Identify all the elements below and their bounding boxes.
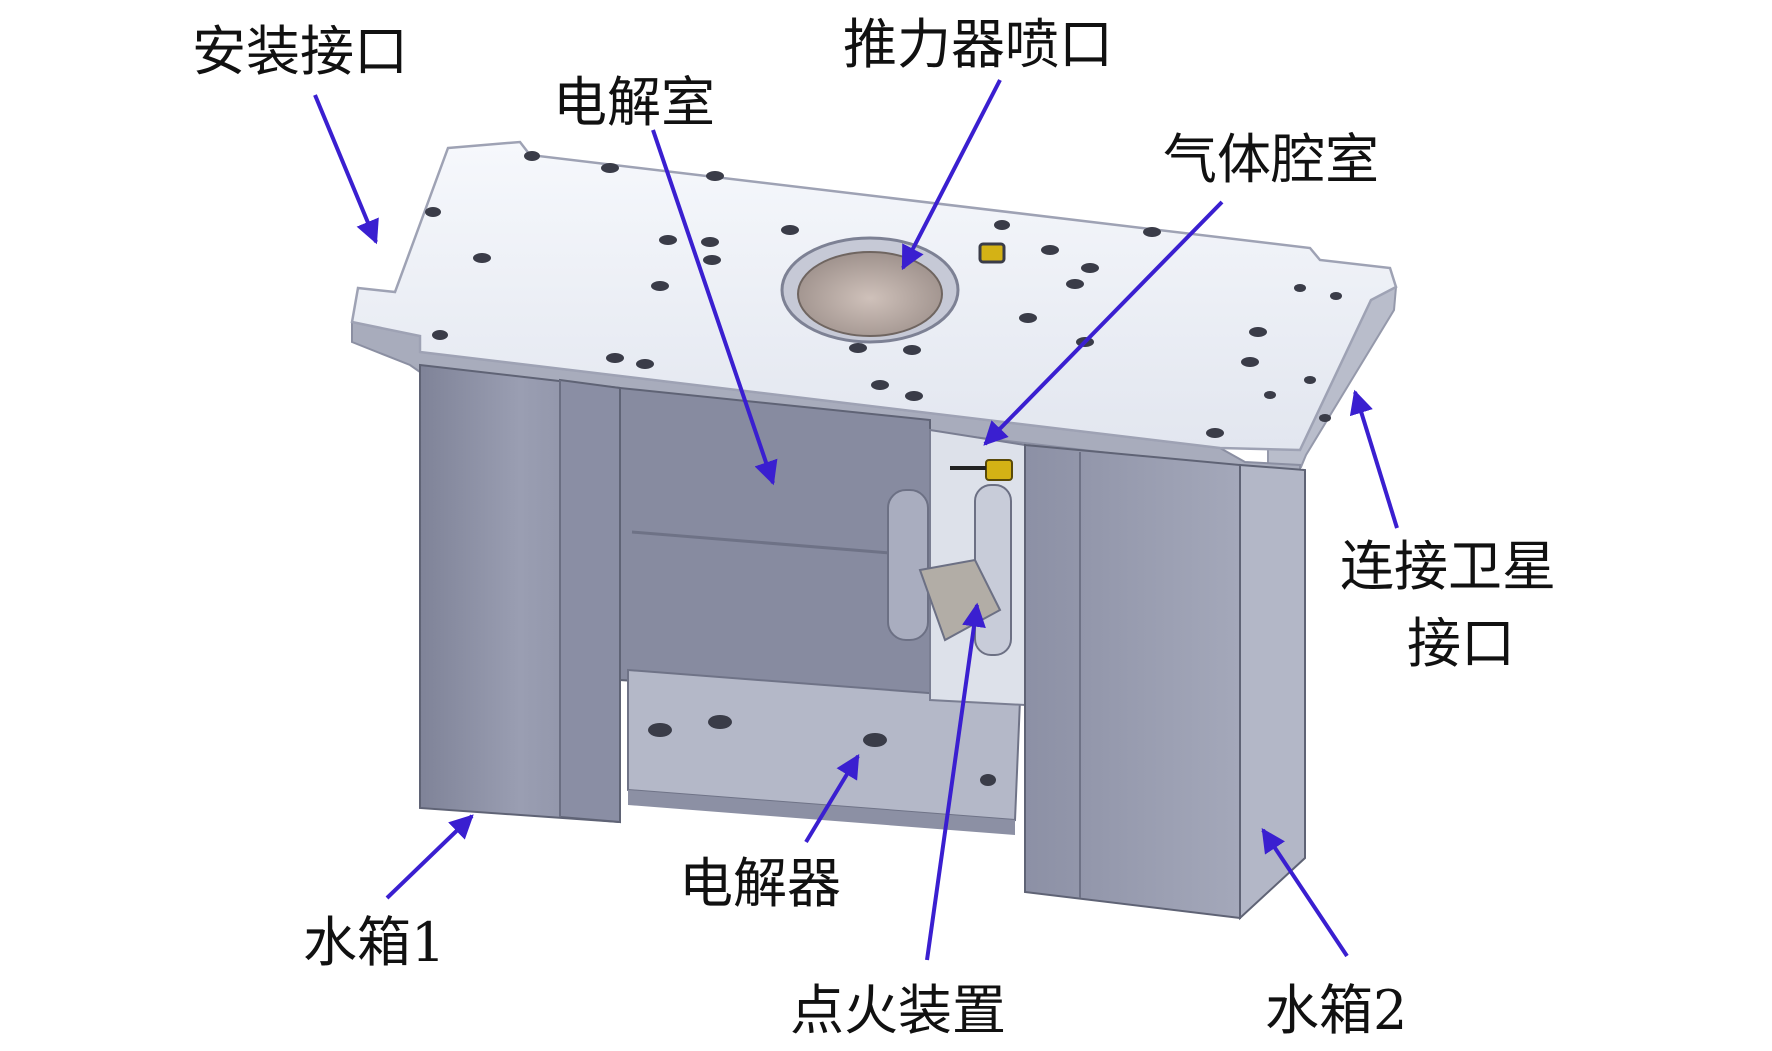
arrow-electrolysis-chamber: [651, 129, 778, 486]
label-thruster-nozzle: 推力器喷口: [843, 13, 1113, 76]
label-electrolysis-chamber: 电解室: [553, 71, 715, 134]
bolt: [708, 715, 732, 729]
device-illustration: [350, 140, 1398, 921]
arrow-water-tank-1: [385, 814, 474, 900]
arrow-gas-chamber: [983, 200, 1224, 446]
arrow-ignition-device: [925, 602, 986, 961]
callout-arrows: [313, 79, 1399, 961]
bolt: [863, 733, 887, 747]
arrow-install-interface: [313, 94, 379, 245]
bolt: [648, 723, 672, 737]
arrow-electrolyzer: [804, 753, 860, 844]
arrow-thruster-nozzle: [901, 79, 1002, 271]
label-satellite-interface-line2: 接口: [1407, 612, 1515, 675]
bolt: [980, 774, 996, 786]
thruster-nozzle-opening: [780, 236, 960, 344]
igniter-icon: [985, 459, 1013, 481]
arrow-water-tank-2: [1261, 828, 1349, 958]
label-ignition-device: 点火装置: [790, 979, 1006, 1042]
mounting-holes: [425, 151, 1342, 438]
arrow-satellite-interface: [1349, 389, 1399, 529]
water-tank-1-body: [419, 363, 621, 824]
label-water-tank-1: 水箱1: [303, 911, 445, 974]
water-tank-2-body: [1024, 443, 1306, 921]
callout-labels: 安装接口 推力器喷口 电解室 气体腔室 连接卫星 接口 电解器 水箱1 点火装置…: [192, 13, 1556, 1042]
label-install-interface: 安装接口: [192, 20, 408, 83]
label-gas-chamber: 气体腔室: [1163, 128, 1379, 191]
label-electrolyzer: 电解器: [679, 852, 841, 915]
label-water-tank-2: 水箱2: [1265, 979, 1407, 1042]
top-connector-icon: [978, 242, 1006, 264]
label-satellite-interface-line1: 连接卫星: [1340, 535, 1556, 598]
gas-chamber-cutaway: [887, 428, 1026, 707]
